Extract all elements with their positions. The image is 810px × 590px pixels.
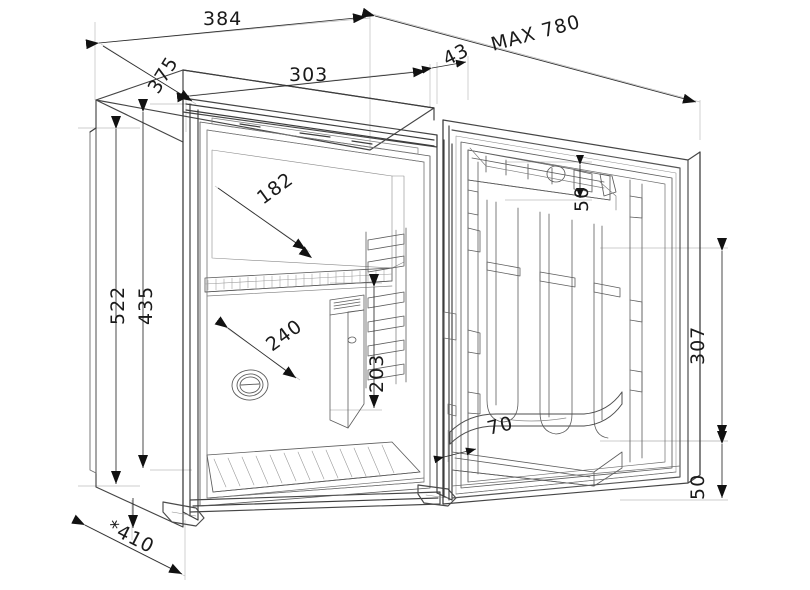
dimline-384 xyxy=(85,13,367,50)
dim-label-522: 522 xyxy=(107,286,129,325)
cabinet-body xyxy=(89,69,457,528)
dim-label-50-top: 50 xyxy=(571,186,593,212)
dim-label-240: 240 xyxy=(262,315,307,356)
dim-label-435: 435 xyxy=(135,286,157,325)
dimline-410 xyxy=(71,514,183,575)
dimline-70 xyxy=(433,447,477,464)
refrigerator-door xyxy=(442,119,701,505)
dim-label-375: 375 xyxy=(144,53,183,98)
extension-lines xyxy=(78,12,728,580)
dimension-lines xyxy=(71,7,727,575)
dim-label-70: 70 xyxy=(485,412,516,440)
dim-label-182: 182 xyxy=(253,168,298,209)
dim-label-303: 303 xyxy=(289,64,328,86)
dim-label-max780: MAX 780 xyxy=(489,11,583,56)
dim-label-307: 307 xyxy=(687,326,709,365)
dimline-240 xyxy=(214,316,297,379)
dimline-max780 xyxy=(361,7,697,104)
dim-label-410: *410 xyxy=(104,516,158,558)
dim-label-203: 203 xyxy=(366,354,388,393)
dimline-182 xyxy=(217,187,307,251)
dim-label-50-bottom: 50 xyxy=(687,474,709,500)
dim-label-384: 384 xyxy=(203,8,242,30)
